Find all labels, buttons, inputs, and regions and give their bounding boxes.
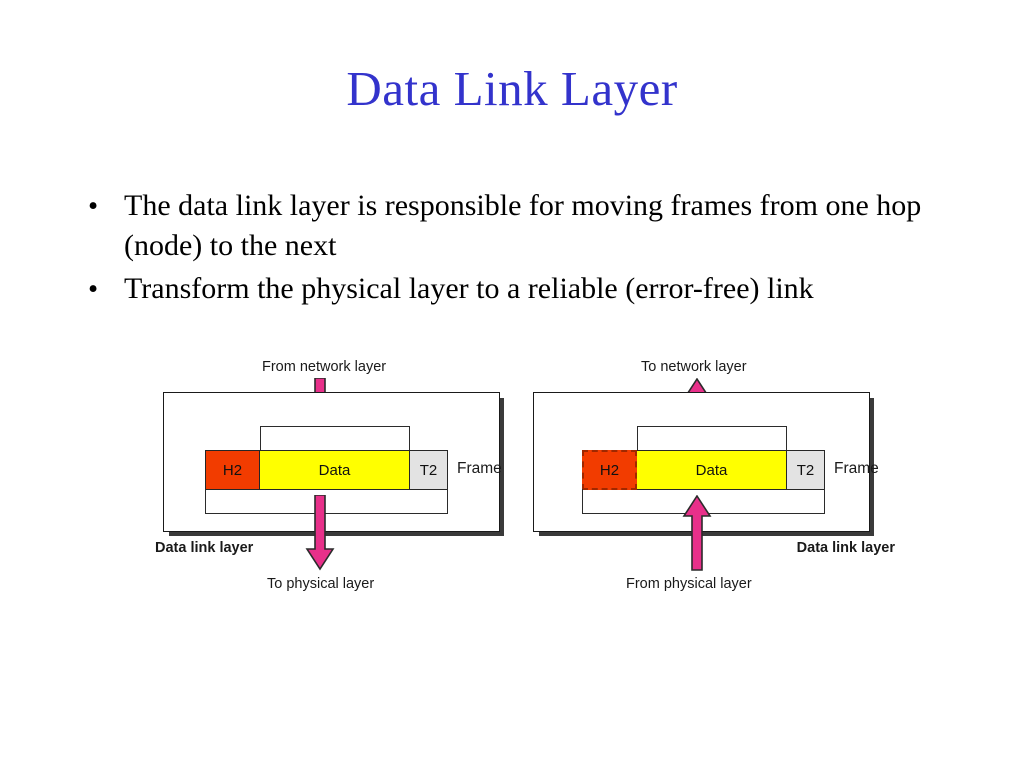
bullet-list: • The data link layer is responsible for… <box>84 186 944 312</box>
label-data-link-layer-right: Data link layer <box>796 540 895 556</box>
arrow-up-bottom <box>682 495 712 571</box>
frame-bar-sending: H2 Data T2 <box>205 450 448 490</box>
bullet-marker-icon: • <box>88 190 99 222</box>
bullet-text: The data link layer is responsible for m… <box>124 189 922 262</box>
segment-header: H2 <box>582 450 637 490</box>
caption-to-physical-layer: To physical layer <box>267 576 375 592</box>
bullet-marker-icon: • <box>88 273 99 305</box>
caption-to-network-layer: To network layer <box>641 359 747 375</box>
label-data-link-layer-left: Data link layer <box>155 540 254 556</box>
segment-data: Data <box>260 450 410 490</box>
diagram-sending-side: From network layer H2 Data T2 Frame Data… <box>150 350 530 610</box>
diagram-receiving-side: To network layer H2 Data T2 Frame Data l… <box>520 350 900 610</box>
bracket-frame <box>205 489 448 514</box>
caption-from-physical-layer: From physical layer <box>626 576 752 592</box>
bracket-packet <box>260 426 410 451</box>
segment-trailer: T2 <box>410 450 448 490</box>
caption-from-network-layer: From network layer <box>262 359 387 375</box>
arrow-down-bottom <box>305 495 335 571</box>
frame-bar-receiving: H2 Data T2 <box>582 450 825 490</box>
list-item: • Transform the physical layer to a reli… <box>84 269 944 309</box>
label-frame: Frame <box>457 460 502 477</box>
bracket-packet <box>637 426 787 451</box>
figure-data-link-layer: From network layer H2 Data T2 Frame Data… <box>0 350 1024 610</box>
page-title: Data Link Layer <box>346 61 678 116</box>
list-item: • The data link layer is responsible for… <box>84 186 944 266</box>
bullet-text: Transform the physical layer to a reliab… <box>124 272 814 305</box>
segment-header: H2 <box>205 450 260 490</box>
label-frame: Frame <box>834 460 879 477</box>
segment-data: Data <box>637 450 787 490</box>
segment-trailer: T2 <box>787 450 825 490</box>
